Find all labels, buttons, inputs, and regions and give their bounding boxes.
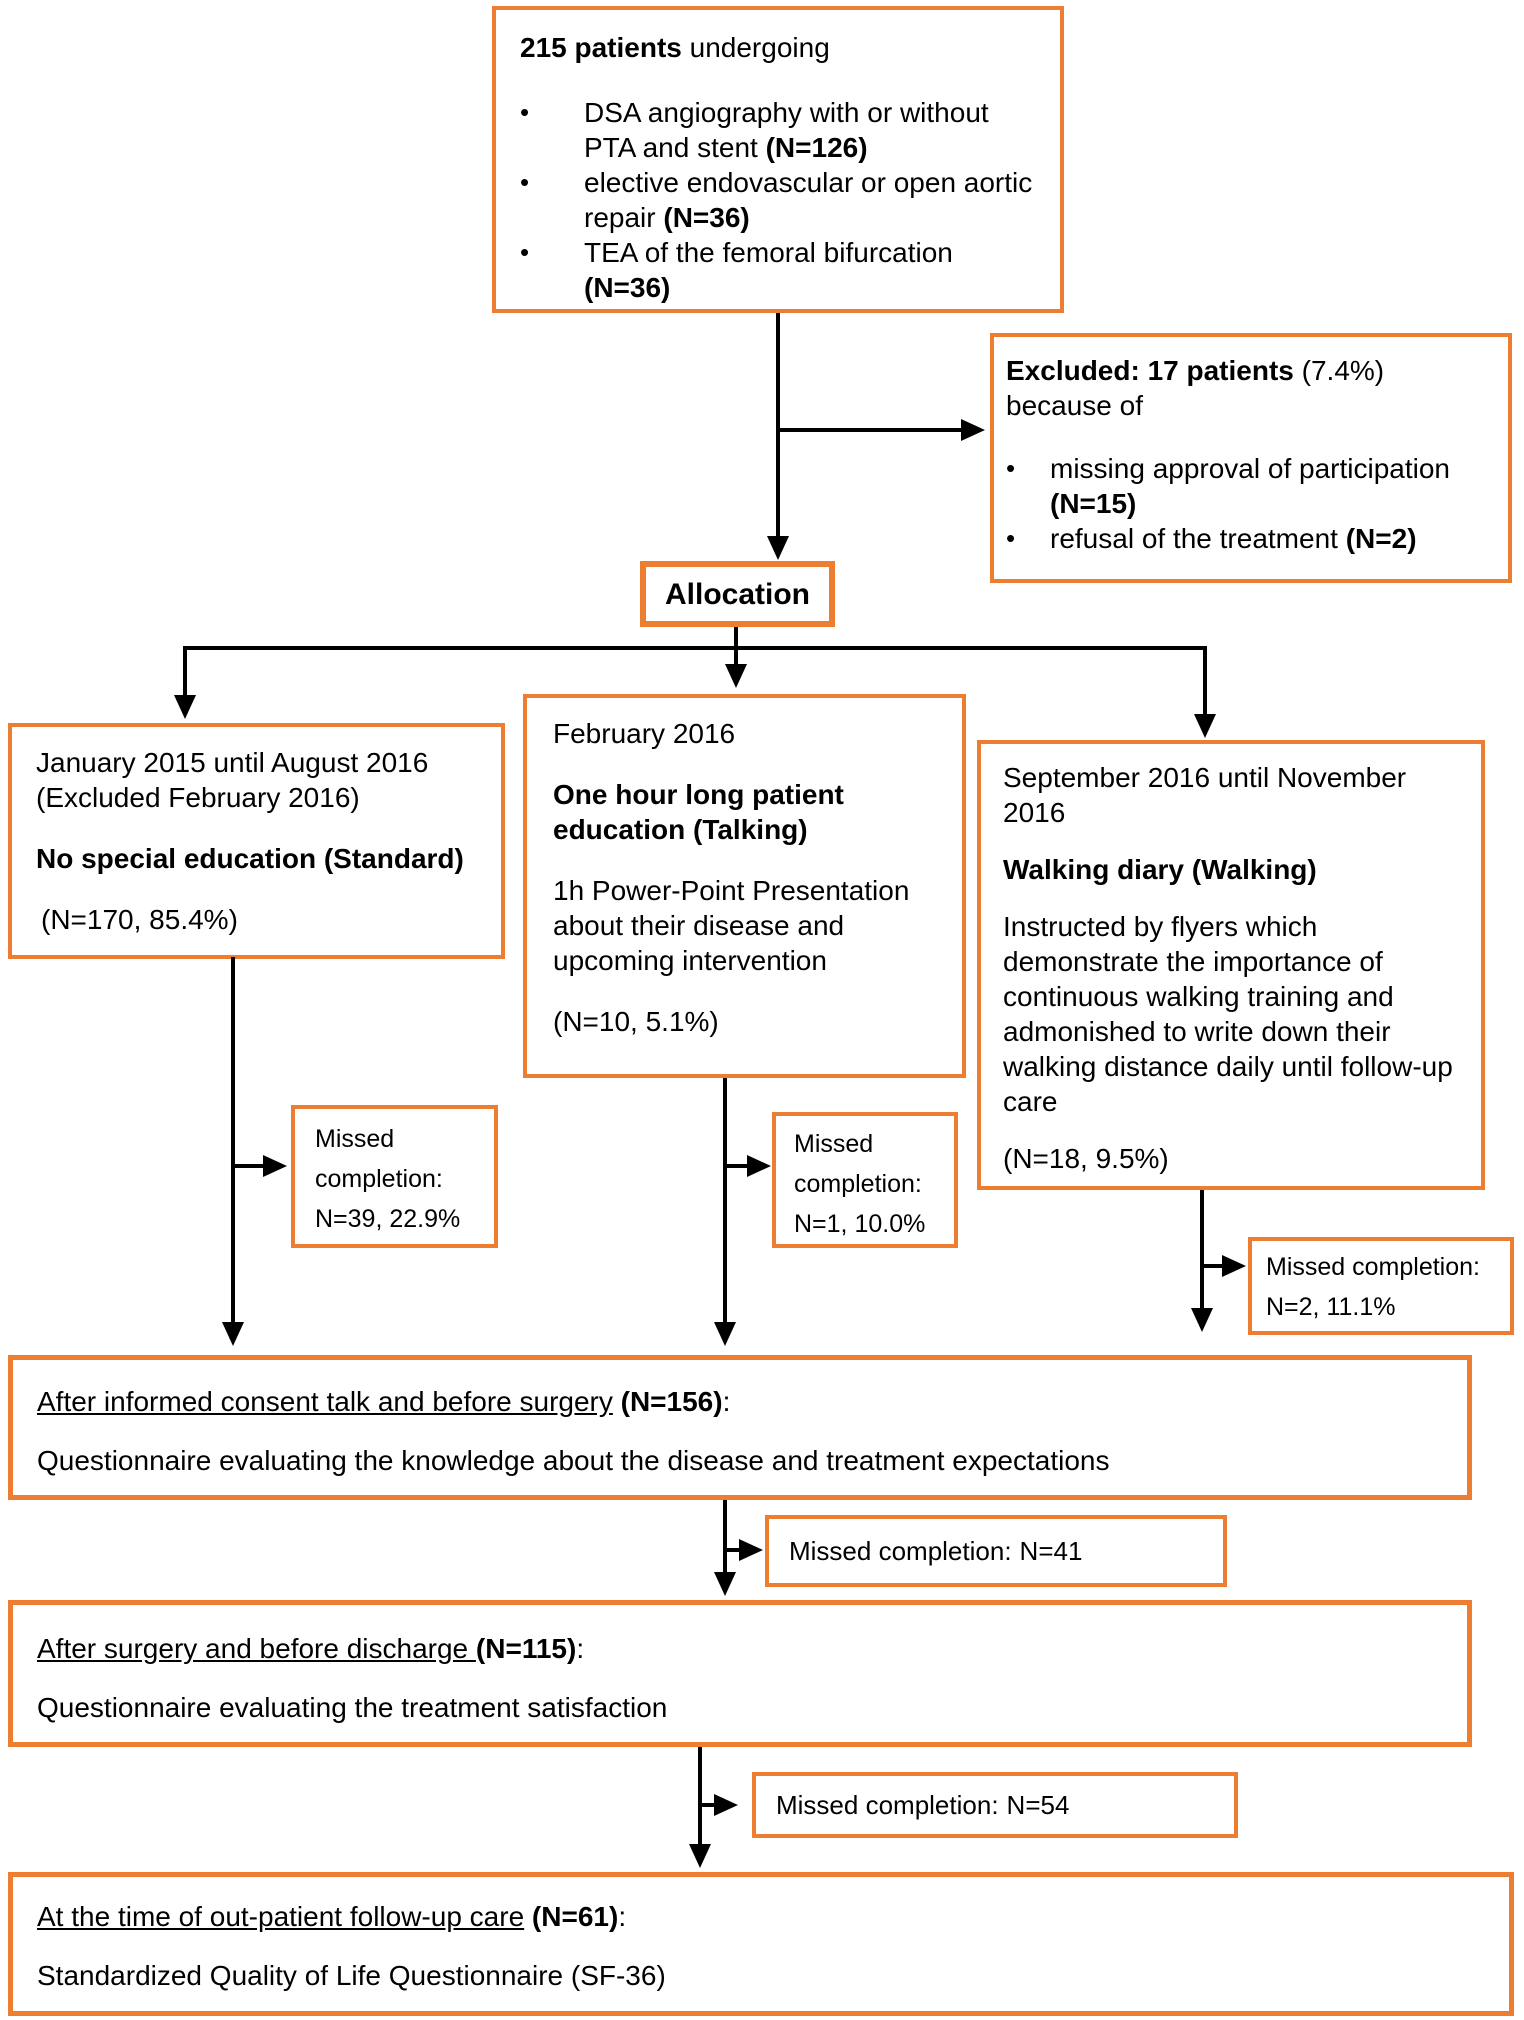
arrowhead-into-walking [1194, 714, 1216, 738]
flow-line-branch-walking [1203, 646, 1207, 714]
missed-stage1-box: Missed completion: N=41 [765, 1515, 1227, 1587]
flow-line-stage1-stage2 [723, 1500, 727, 1572]
enrollment-count: 215 patients [520, 32, 682, 63]
stage3-title: At the time of out-patient follow-up car… [37, 1901, 627, 1932]
flow-line-talking-down [723, 1078, 727, 1322]
arrowhead-into-missed-walking [1222, 1255, 1246, 1277]
allocation-box: Allocation [640, 561, 835, 627]
branch-talking-name: One hour long patient education (Talking… [553, 779, 844, 845]
enrollment-title: 215 patients undergoing [520, 32, 830, 63]
stage1-box: After informed consent talk and before s… [8, 1355, 1472, 1500]
branch-talking-period: February 2016 [553, 718, 736, 749]
stage3-description: Standardized Quality of Life Questionnai… [37, 1960, 666, 1991]
excluded-bullet-refusal: • refusal of the treatment (N=2) [1006, 523, 1417, 554]
arrowhead-walking-into-stage1 [1191, 1308, 1213, 1332]
arrowhead-talking-into-stage1 [714, 1322, 736, 1346]
arrowhead-standard-into-stage1 [222, 1322, 244, 1346]
flow-line-stage2-stage3 [698, 1747, 702, 1844]
arrowhead-into-stage3 [689, 1844, 711, 1868]
arrowhead-into-missed-stage1 [739, 1539, 763, 1561]
arrowhead-into-missed-talking [747, 1155, 771, 1177]
flow-line-standard-missed [231, 1164, 263, 1168]
branch-walking-box: September 2016 until November 2016 Walki… [977, 740, 1485, 1190]
branch-talking-n: (N=10, 5.1%) [553, 1006, 719, 1037]
excluded-box: Excluded: 17 patients (7.4%) because of … [990, 333, 1512, 583]
flow-line-standard-down [231, 957, 235, 1322]
branch-standard-name: No special education (Standard) [36, 843, 464, 874]
enrollment-box: 215 patients undergoing • DSA angiograph… [492, 6, 1064, 313]
flow-line-enrollment-allocation [776, 313, 780, 536]
excluded-count: Excluded: 17 patients [1006, 355, 1294, 386]
branch-standard-box: January 2015 until August 2016 (Excluded… [8, 723, 505, 959]
branch-walking-period: September 2016 until November 2016 [1003, 762, 1407, 828]
stage2-title: After surgery and before discharge (N=11… [37, 1633, 585, 1664]
flow-line-walking-missed [1200, 1264, 1222, 1268]
branch-standard-n: (N=170, 85.4%) [41, 904, 238, 935]
flow-line-stage1-missed [723, 1548, 739, 1552]
arrowhead-into-allocation [767, 536, 789, 560]
missed-standard-box: Missed completion: N=39, 22.9% [291, 1105, 498, 1248]
allocation-label: Allocation [664, 577, 810, 611]
missed-stage2-box: Missed completion: N=54 [752, 1772, 1238, 1838]
branch-walking-n: (N=18, 9.5%) [1003, 1143, 1169, 1174]
branch-talking-description: 1h Power-Point Presentation about their … [553, 875, 910, 976]
bullet-icon: • [520, 97, 530, 127]
arrowhead-into-excluded [961, 419, 985, 441]
branch-talking-box: February 2016 One hour long patient educ… [523, 694, 966, 1078]
excluded-title: Excluded: 17 patients (7.4%) because of [1006, 355, 1385, 421]
bullet-icon: • [1006, 453, 1016, 483]
flow-line-walking-down [1200, 1190, 1204, 1308]
arrowhead-into-missed-stage2 [714, 1794, 738, 1816]
stage1-description: Questionnaire evaluating the knowledge a… [37, 1445, 1110, 1476]
branch-walking-name: Walking diary (Walking) [1003, 854, 1317, 885]
excluded-bullet-approval: • missing approval of participation (N=1… [1006, 453, 1450, 519]
flow-line-talking-missed [723, 1164, 747, 1168]
arrowhead-into-talking [725, 664, 747, 688]
enrollment-bullet-dsa: • DSA angiography with or without PTA an… [520, 97, 989, 163]
branch-walking-description: Instructed by flyers which demonstrate t… [1003, 911, 1453, 1117]
arrowhead-into-standard [174, 695, 196, 719]
flow-line-stage2-missed [698, 1803, 714, 1807]
bullet-icon: • [520, 237, 530, 267]
enrollment-bullet-aortic: • elective endovascular or open aortic r… [520, 167, 1033, 233]
branch-standard-period: January 2015 until August 2016 (Excluded… [36, 747, 429, 813]
missed-walking-box: Missed completion: N=2, 11.1% [1248, 1237, 1514, 1335]
flow-line-branch-standard [183, 646, 187, 695]
stage3-box: At the time of out-patient follow-up car… [8, 1872, 1514, 2016]
arrowhead-into-missed-standard [263, 1155, 287, 1177]
enrollment-bullet-tea: • TEA of the femoral bifurcation (N=36) [520, 237, 953, 303]
stage2-box: After surgery and before discharge (N=11… [8, 1600, 1472, 1747]
flow-line-to-excluded [778, 428, 961, 432]
stage2-description: Questionnaire evaluating the treatment s… [37, 1692, 668, 1723]
stage1-title: After informed consent talk and before s… [37, 1386, 731, 1417]
missed-talking-box: Missed completion: N=1, 10.0% [772, 1112, 958, 1248]
bullet-icon: • [1006, 523, 1016, 553]
flow-line-allocation-stub [734, 627, 738, 664]
flow-line-distribution [183, 646, 1207, 650]
arrowhead-into-stage2 [714, 1572, 736, 1596]
bullet-icon: • [520, 167, 530, 197]
